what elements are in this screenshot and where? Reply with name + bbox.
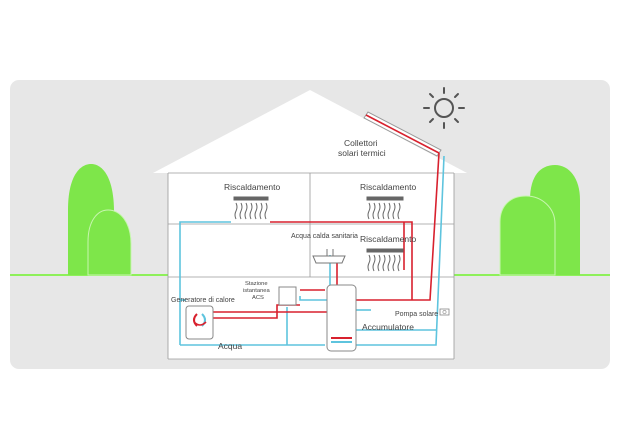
collectors-label-line1: Collettori (344, 138, 378, 148)
tree-left-group (68, 164, 132, 276)
tree (499, 195, 556, 276)
pipe-cold (299, 296, 330, 301)
dhw-station (278, 286, 297, 306)
station-label-line1: Stazione (245, 281, 268, 287)
pump-icon (439, 308, 450, 316)
water-label: Acqua (218, 341, 242, 351)
sun-icon (423, 87, 465, 129)
pipe-cold (355, 155, 445, 346)
dhw-label: Acqua calda sanitaria (291, 233, 358, 240)
solar-pump-label: Pompa solare (395, 311, 438, 318)
radiator-icon (233, 196, 269, 220)
solar-collector (363, 111, 442, 157)
heat-generator-icon (185, 305, 214, 340)
pipe-hot (270, 221, 413, 300)
house-body (168, 173, 454, 359)
accumulator-label: Accumulatore (362, 322, 414, 332)
pipe-cold (179, 221, 231, 345)
house-roof (153, 90, 467, 173)
radiator-icon (366, 196, 404, 220)
heating-label-upper-right: Riscaldamento (360, 182, 416, 192)
station-label-line2: istantanea (243, 288, 271, 294)
accumulator-tank (326, 284, 357, 352)
tree (87, 209, 132, 276)
radiator-icon (366, 248, 404, 272)
collectors-label-line2: solari termici (338, 148, 386, 158)
dhw-basin (312, 249, 346, 264)
station-label-line3: ACS (252, 295, 264, 301)
cold-pipes (179, 155, 445, 346)
tree-right-group (499, 165, 580, 276)
heating-label-upper-left: Riscaldamento (224, 182, 280, 192)
pipe-hot (355, 152, 440, 301)
house (153, 90, 467, 360)
heating-label-lower-right: Riscaldamento (360, 234, 416, 244)
generator-label: Generatore di calore (171, 297, 235, 304)
